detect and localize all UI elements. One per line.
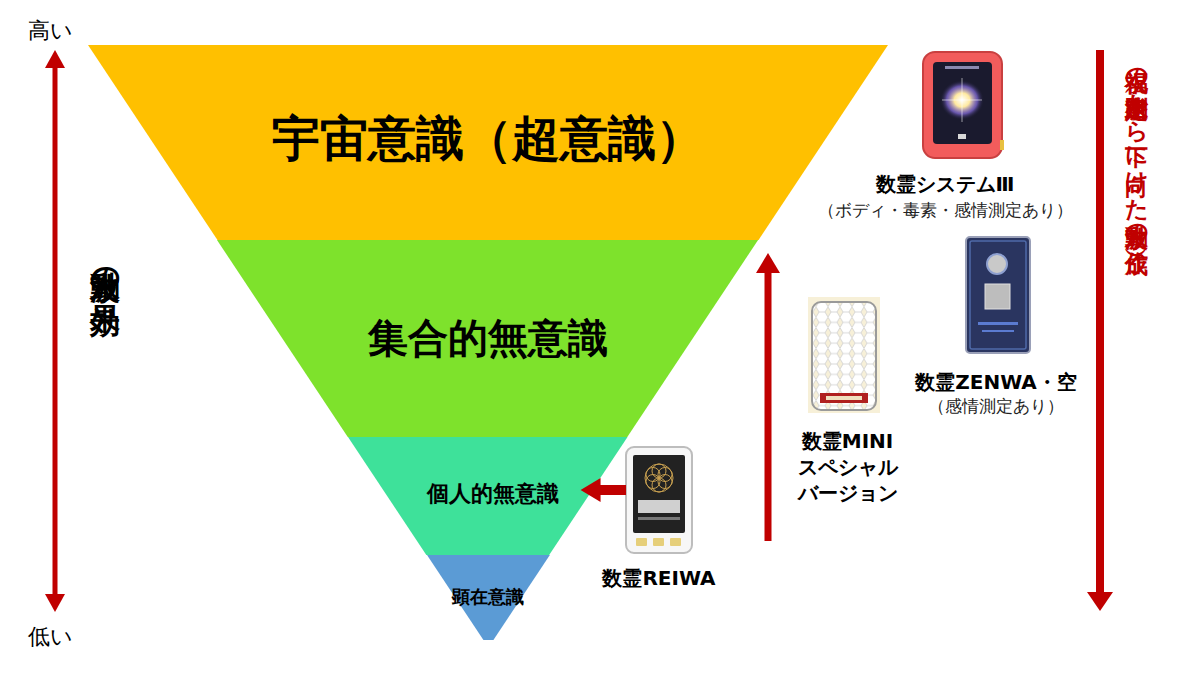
upward-arrow <box>756 253 780 541</box>
arrow-head <box>45 594 65 612</box>
arrow-shaft <box>1096 50 1104 594</box>
band-label: 個人的無意識 <box>427 479 559 509</box>
device-name: 数霊システムⅢ <box>876 171 1015 198</box>
screen-icon <box>958 134 966 139</box>
axis-label: 低い <box>28 622 73 652</box>
device-name: 数霊REIWA <box>602 565 715 592</box>
vertical-label: 波動水の効果 <box>84 248 125 282</box>
device-label <box>978 322 1018 325</box>
device-node: 数霊ZENWA・空（感情測定あり） <box>900 235 1092 420</box>
arrow-head <box>45 50 65 68</box>
sensor-plate <box>985 284 1010 309</box>
screen-text <box>638 500 680 513</box>
arrow-shaft <box>765 270 772 541</box>
device-label <box>982 330 1014 332</box>
flower-pattern <box>645 464 673 492</box>
device-connector <box>1000 140 1004 150</box>
device-photo <box>923 52 1004 158</box>
device-photo <box>626 447 692 553</box>
device-node: 数霊REIWA <box>624 445 694 590</box>
band-label: 宇宙意識（超意識） <box>272 107 704 171</box>
pattern-ring <box>658 475 672 489</box>
device-button <box>636 538 647 546</box>
device-note: （感情測定あり） <box>928 395 1064 418</box>
device-case <box>626 447 692 553</box>
photo-background <box>808 297 880 413</box>
device-label <box>826 396 862 400</box>
device-name: 数霊ZENWA・空 <box>915 369 1077 396</box>
arrow-head <box>756 253 780 273</box>
band-fill <box>348 437 628 555</box>
device-case <box>812 302 876 410</box>
sensor-circle <box>987 254 1007 274</box>
arrow-head <box>581 478 601 502</box>
band-fill <box>88 45 888 240</box>
band-fill <box>427 555 550 640</box>
effect-scale-arrow <box>45 50 65 612</box>
screen-text <box>638 517 680 520</box>
vertical-label: 祝福の水路測定（上から下に向けた波動水の作成） <box>1122 52 1153 234</box>
consciousness-band: 個人的無意識 <box>348 437 628 555</box>
light-ray <box>962 78 963 122</box>
device-screen <box>933 62 992 144</box>
consciousness-band: 集合的無意識 <box>217 240 758 437</box>
screen-text <box>945 66 979 69</box>
device-photo <box>808 297 880 413</box>
band-fill <box>217 240 758 437</box>
device-name: 数霊MINI スペシャル バージョン <box>792 428 904 506</box>
device-case <box>966 237 1030 353</box>
axis-label: 高い <box>28 16 73 46</box>
arrow-shaft <box>53 62 58 600</box>
connector-arrow <box>581 478 626 502</box>
arrow-head <box>1087 592 1113 611</box>
device-screen <box>633 455 685 533</box>
device-photo <box>966 237 1030 353</box>
pattern-ring <box>645 464 673 492</box>
arrow-shaft <box>600 485 626 495</box>
device-label <box>820 393 868 403</box>
device-frame <box>970 241 1026 349</box>
device-node: 数霊MINI スペシャル バージョン <box>785 295 910 510</box>
band-label: 集合的無意識 <box>368 311 608 366</box>
consciousness-band: 顕在意識 <box>427 555 550 640</box>
band-label: 顕在意識 <box>452 585 524 609</box>
device-case <box>923 52 1002 158</box>
consciousness-band: 宇宙意識（超意識） <box>88 45 888 240</box>
measure-direction-arrow <box>1087 50 1113 611</box>
device-note: （ボディ・毒素・感情測定あり） <box>818 199 1073 222</box>
device-node: 数霊システムⅢ（ボディ・毒素・感情測定あり） <box>795 50 1095 220</box>
device-button <box>653 538 664 546</box>
device-button <box>670 538 681 546</box>
